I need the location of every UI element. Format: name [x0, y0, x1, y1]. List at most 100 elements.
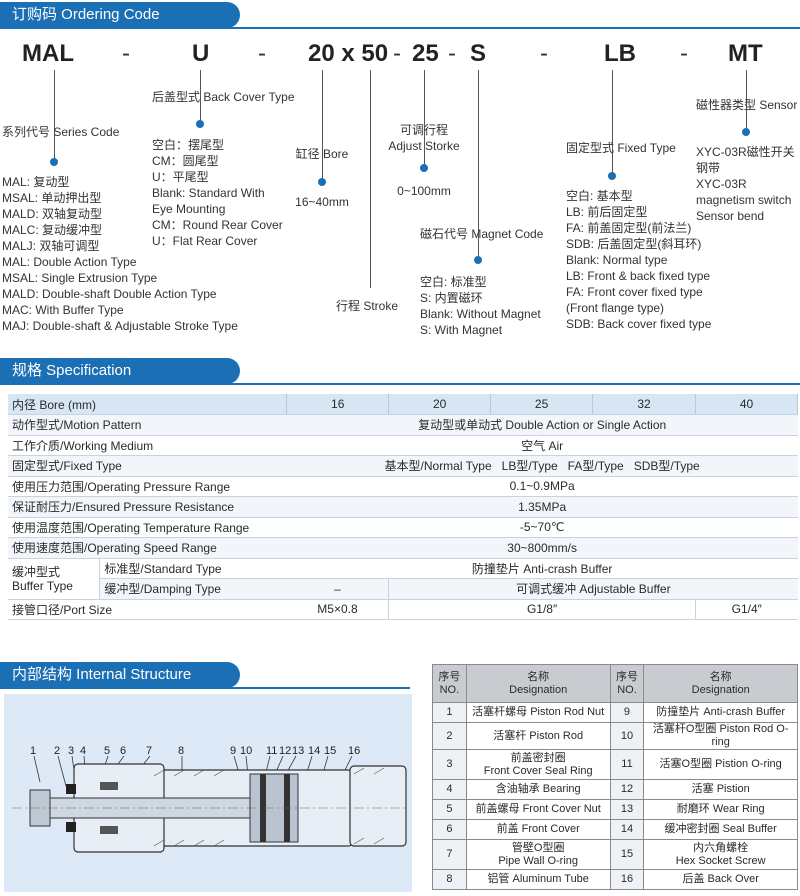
code-dash: -	[540, 40, 548, 67]
spec-row-label: 保证耐压力/Ensured Pressure Resistance	[8, 496, 287, 518]
port-size-label: 接管口径/Port Size	[8, 599, 287, 620]
part-designation: 活塞杆O型圈 Piston Rod O-ring	[643, 722, 798, 750]
spec-row-label: 使用压力范围/Operating Pressure Range	[8, 476, 287, 497]
spec-row-label: 固定型式/Fixed Type	[8, 455, 287, 477]
callout-number: 3	[68, 745, 74, 757]
callout-number: 10	[240, 745, 252, 757]
part-designation: 含油轴承 Bearing	[465, 779, 611, 800]
code-series: MAL	[22, 40, 74, 67]
leader-line	[322, 70, 323, 182]
spec-row-value: 空气 Air	[286, 435, 798, 456]
parts-row: 2 活塞杆 Piston Rod 10 活塞杆O型圈 Piston Rod O-…	[432, 722, 798, 750]
leader-dot	[474, 256, 482, 264]
spec-row: 固定型式/Fixed Type 基本型/Normal Type LB型/Type…	[8, 455, 798, 477]
callout-number: 14	[308, 745, 320, 757]
magnet-title: 磁石代号 Magnet Code	[420, 227, 544, 241]
leader-line	[424, 70, 425, 170]
part-designation: 铝管 Aluminum Tube	[465, 869, 611, 890]
spec-row-value: 复动型或单动式 Double Action or Single Action	[286, 414, 798, 436]
leader-dot	[608, 172, 616, 180]
spec-row: 工作介质/Working Medium 空气 Air	[8, 435, 798, 456]
part-number: 2	[432, 722, 467, 750]
spec-row-value: -5~70℃	[286, 517, 798, 538]
series-code-list: MAL: 复动型 MSAL: 单动押出型 MALD: 双轴复动型 MALC: 复…	[2, 175, 238, 333]
callout-number: 16	[348, 745, 360, 757]
magnet-list: 空白: 标准型 S: 内置磁环 Blank: Without Magnet S:…	[420, 275, 541, 337]
part-designation: 防撞垫片 Anti-crash Buffer	[643, 702, 798, 723]
part-number: 5	[432, 799, 467, 820]
code-fixed: LB	[604, 40, 636, 67]
leader-line	[478, 70, 479, 262]
spec-row-port: 接管口径/Port Size M5×0.8 G1/8″ G1/4″	[8, 599, 798, 620]
code-dash: -	[680, 40, 688, 67]
code-sensor: MT	[728, 40, 763, 67]
callout-number: 5	[104, 745, 110, 757]
buffer-damping-value: –	[286, 578, 390, 600]
stroke-title: 行程 Stroke	[336, 299, 399, 313]
spec-row-label: 使用温度范围/Operating Temperature Range	[8, 517, 287, 538]
port-size-value: G1/4″	[695, 599, 798, 620]
leader-line	[612, 70, 613, 176]
code-magnet: S	[470, 40, 487, 67]
part-designation: 缓冲密封圈 Seal Buffer	[643, 819, 798, 840]
spec-row: 使用速度范围/Operating Speed Range 30~800mm/s	[8, 537, 798, 559]
bore-title: 缸径 Bore	[295, 147, 349, 161]
callout-number: 9	[230, 745, 236, 757]
parts-row: 1 活塞杆螺母 Piston Rod Nut 9 防撞垫片 Anti-crash…	[432, 702, 798, 723]
part-number: 4	[432, 779, 467, 800]
spec-row-value: 0.1~0.9MPa	[286, 476, 798, 497]
buffer-standard-value: 防撞垫片 Anti-crash Buffer	[286, 558, 798, 579]
callout-number: 15	[324, 745, 336, 757]
part-number: 3	[432, 749, 467, 780]
callout-number: 2	[54, 745, 60, 757]
parts-row: 5 前盖螺母 Front Cover Nut 13 耐磨环 Wear Ring	[432, 799, 798, 820]
part-number: 14	[609, 819, 645, 840]
spec-row-label: 动作型式/Motion Pattern	[8, 414, 287, 436]
adjust-title-cn: 可调行程	[399, 123, 448, 137]
spec-row: 使用压力范围/Operating Pressure Range 0.1~0.9M…	[8, 476, 798, 497]
structure-section-title: 内部结构 Internal Structure	[0, 662, 240, 688]
cylinder-cross-section-diagram: 1 2 3 4 5 6 7 8 9 10 11 12 13 14 15 16	[12, 745, 408, 853]
adjust-title-en: Adjust Storke	[388, 139, 460, 153]
leader-line	[746, 70, 747, 132]
leader-line	[54, 70, 55, 162]
buffer-standard-label: 标准型/Standard Type	[99, 558, 287, 579]
part-number: 7	[432, 839, 467, 870]
leader-dot	[742, 128, 750, 136]
code-adjust: 25	[412, 40, 439, 67]
part-designation: 活塞 Pistion	[643, 779, 798, 800]
spec-table: 内径 Bore (mm) 16 20 25 32 40 动作型式/Motion …	[8, 394, 798, 620]
spec-section-title: 规格 Specification	[0, 358, 240, 384]
code-bore-stroke: 20 x 50	[308, 40, 389, 67]
part-number: 15	[609, 839, 645, 870]
spec-row: 动作型式/Motion Pattern 复动型或单动式 Double Actio…	[8, 414, 798, 436]
code-dash: -	[122, 40, 130, 67]
back-cover-list: 空白：摆尾型 CM：圆尾型 U：平尾型 Blank: Standard With…	[152, 138, 283, 248]
callout-number: 8	[178, 745, 184, 757]
code-back-cover: U	[192, 40, 210, 67]
part-designation: 耐磨环 Wear Ring	[643, 799, 798, 820]
spec-row-value: 1.35MPa	[286, 496, 798, 518]
spec-row-buffer: 缓冲型/Damping Type – 可调式缓冲 Adjustable Buff…	[8, 578, 798, 600]
spec-row-value: 30~800mm/s	[286, 537, 798, 559]
part-number: 16	[609, 869, 645, 890]
part-number: 8	[432, 869, 467, 890]
callout-number: 1	[30, 745, 36, 757]
part-number: 11	[609, 749, 645, 780]
parts-row: 8 铝管 Aluminum Tube 16 后盖 Back Over	[432, 869, 798, 890]
leader-dot	[50, 158, 58, 166]
buffer-damping-value: 可调式缓冲 Adjustable Buffer	[388, 578, 798, 600]
part-designation: 后盖 Back Over	[643, 869, 798, 890]
part-designation: 前盖 Front Cover	[465, 819, 611, 840]
